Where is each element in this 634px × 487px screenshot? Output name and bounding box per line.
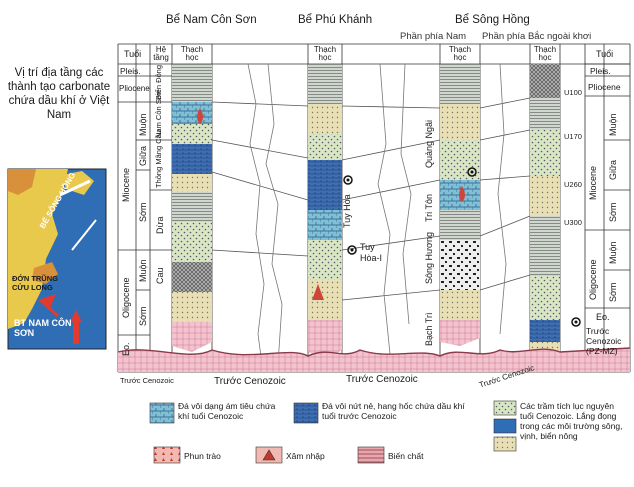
age-right-eocene: Eo. [596, 312, 610, 322]
formation-cau: Cau [155, 267, 165, 284]
formation-dua: Dừa [155, 216, 165, 234]
header-lithology-pk: Thạch học [313, 45, 337, 62]
lithology-column-sh-south [440, 64, 480, 346]
legend-fractured-limestone: Đá vôi nứt nẻ, hang hốc chứa dầu khí tuổ… [322, 401, 465, 421]
header-lithology-sh-offshore: Thạch học [533, 45, 557, 62]
correlation-lines [211, 97, 531, 301]
age-right-miocene-late: Muộn [608, 113, 618, 136]
age-right-miocene: Miocene [588, 165, 598, 200]
age-oligocene-early: Sớm [138, 306, 148, 326]
legend-reef-limestone: Đá vôi dạng ám tiêu chứa khí tuổi Cenozo… [178, 401, 276, 421]
age-oligocene-late: Muộn [138, 259, 148, 282]
age-pliocene: Pliocene [119, 84, 150, 93]
basement-unit [117, 347, 631, 372]
legend-volcanic: Phun trào [184, 451, 221, 461]
subtitle-song-hong-south: Phần phía Nam [400, 31, 467, 42]
formation-song-huong: Sông Hương [424, 232, 434, 284]
age-right-pleistocene: Pleis. [590, 66, 611, 76]
age-right-oligocene-late: Muộn [608, 241, 618, 264]
formation-tri-ton: Tri Tôn [424, 193, 434, 222]
header-lithology-ncs: Thạch học [180, 45, 204, 62]
age-pre-cenozoic-left: Trước Cenozoic [120, 376, 174, 385]
header-formation: Hệ tầng [153, 45, 169, 62]
map-label-cuu-long: ĐỚN TRŨNG CỬU LONG [12, 274, 58, 292]
age-miocene-early: Sớm [138, 202, 148, 222]
age-right-miocene-middle: Giữa [608, 159, 618, 180]
unit-u170: U170 [564, 132, 582, 141]
lithology-column-sh-offshore [530, 64, 560, 372]
map-label-nam-con-son: BT NAM CÔN SƠN [14, 318, 72, 338]
basin-title-song-hong: Bể Sông Hồng [455, 14, 530, 26]
unit-u300: U300 [564, 218, 582, 227]
age-miocene-middle: Giữa [138, 145, 148, 166]
subtitle-song-hong-offshore: Phần phía Bắc ngoài khơi [482, 31, 592, 42]
age-oligocene: Oligocene [121, 277, 131, 318]
age-right-oligocene-early: Sớm [608, 282, 618, 302]
age-right-pliocene: Pliocene [588, 82, 621, 92]
well-label-tuy-hoa: Tuy Hòa [342, 194, 352, 228]
formation-quang-ngai: Quảng Ngãi [424, 119, 434, 168]
header-age: Tuổi [124, 49, 142, 59]
basin-title-phu-khanh: Bể Phú Khánh [298, 14, 373, 26]
sidebar-title: Vị trí địa tầng các thành tạo carbonate … [7, 67, 111, 121]
lithology-column-pk [308, 64, 342, 360]
basin-title-nam-con-son: Bể Nam Côn Sơn [166, 14, 257, 26]
well-label-tuy-hoa-1: Tuy Hòa-I [360, 242, 383, 263]
legend-metamorphic: Biến chất [388, 451, 424, 461]
header-age-right: Tuổi [596, 49, 614, 59]
lithology-column-ncs [172, 64, 212, 352]
unit-u100: U100 [564, 88, 582, 97]
age-right-miocene-early: Sớm [608, 202, 618, 222]
location-map [7, 168, 107, 350]
header-lithology-sh-south: Thạch học [448, 45, 472, 62]
formation-thong-mang-cau: Thông Mãng Cầu [154, 130, 163, 188]
basement-label-left: Trước Cenozoic [214, 376, 286, 387]
age-right-pre-cenozoic: Trước Cenozoic (PZ-MZ) [586, 326, 622, 356]
well-symbols [343, 167, 581, 327]
age-right-oligocene: Oligocene [588, 259, 598, 300]
age-miocene: Miocene [121, 167, 131, 202]
basement-label-mid: Trước Cenozoic [346, 374, 418, 385]
unit-u260: U260 [564, 180, 582, 189]
legend-clastics: Các trầm tích lục nguyên tuổi Cenozoic. … [520, 401, 623, 441]
legend-intrusive: Xâm nhập [286, 451, 325, 461]
age-miocene-late: Muộn [138, 113, 148, 136]
age-eocene: Eo. [121, 342, 131, 356]
age-pleistocene: Pleis. [120, 66, 141, 76]
fault-lines [247, 63, 507, 365]
legend-swatches [149, 400, 517, 464]
formation-bach-tri: Bạch Trì [424, 312, 434, 346]
